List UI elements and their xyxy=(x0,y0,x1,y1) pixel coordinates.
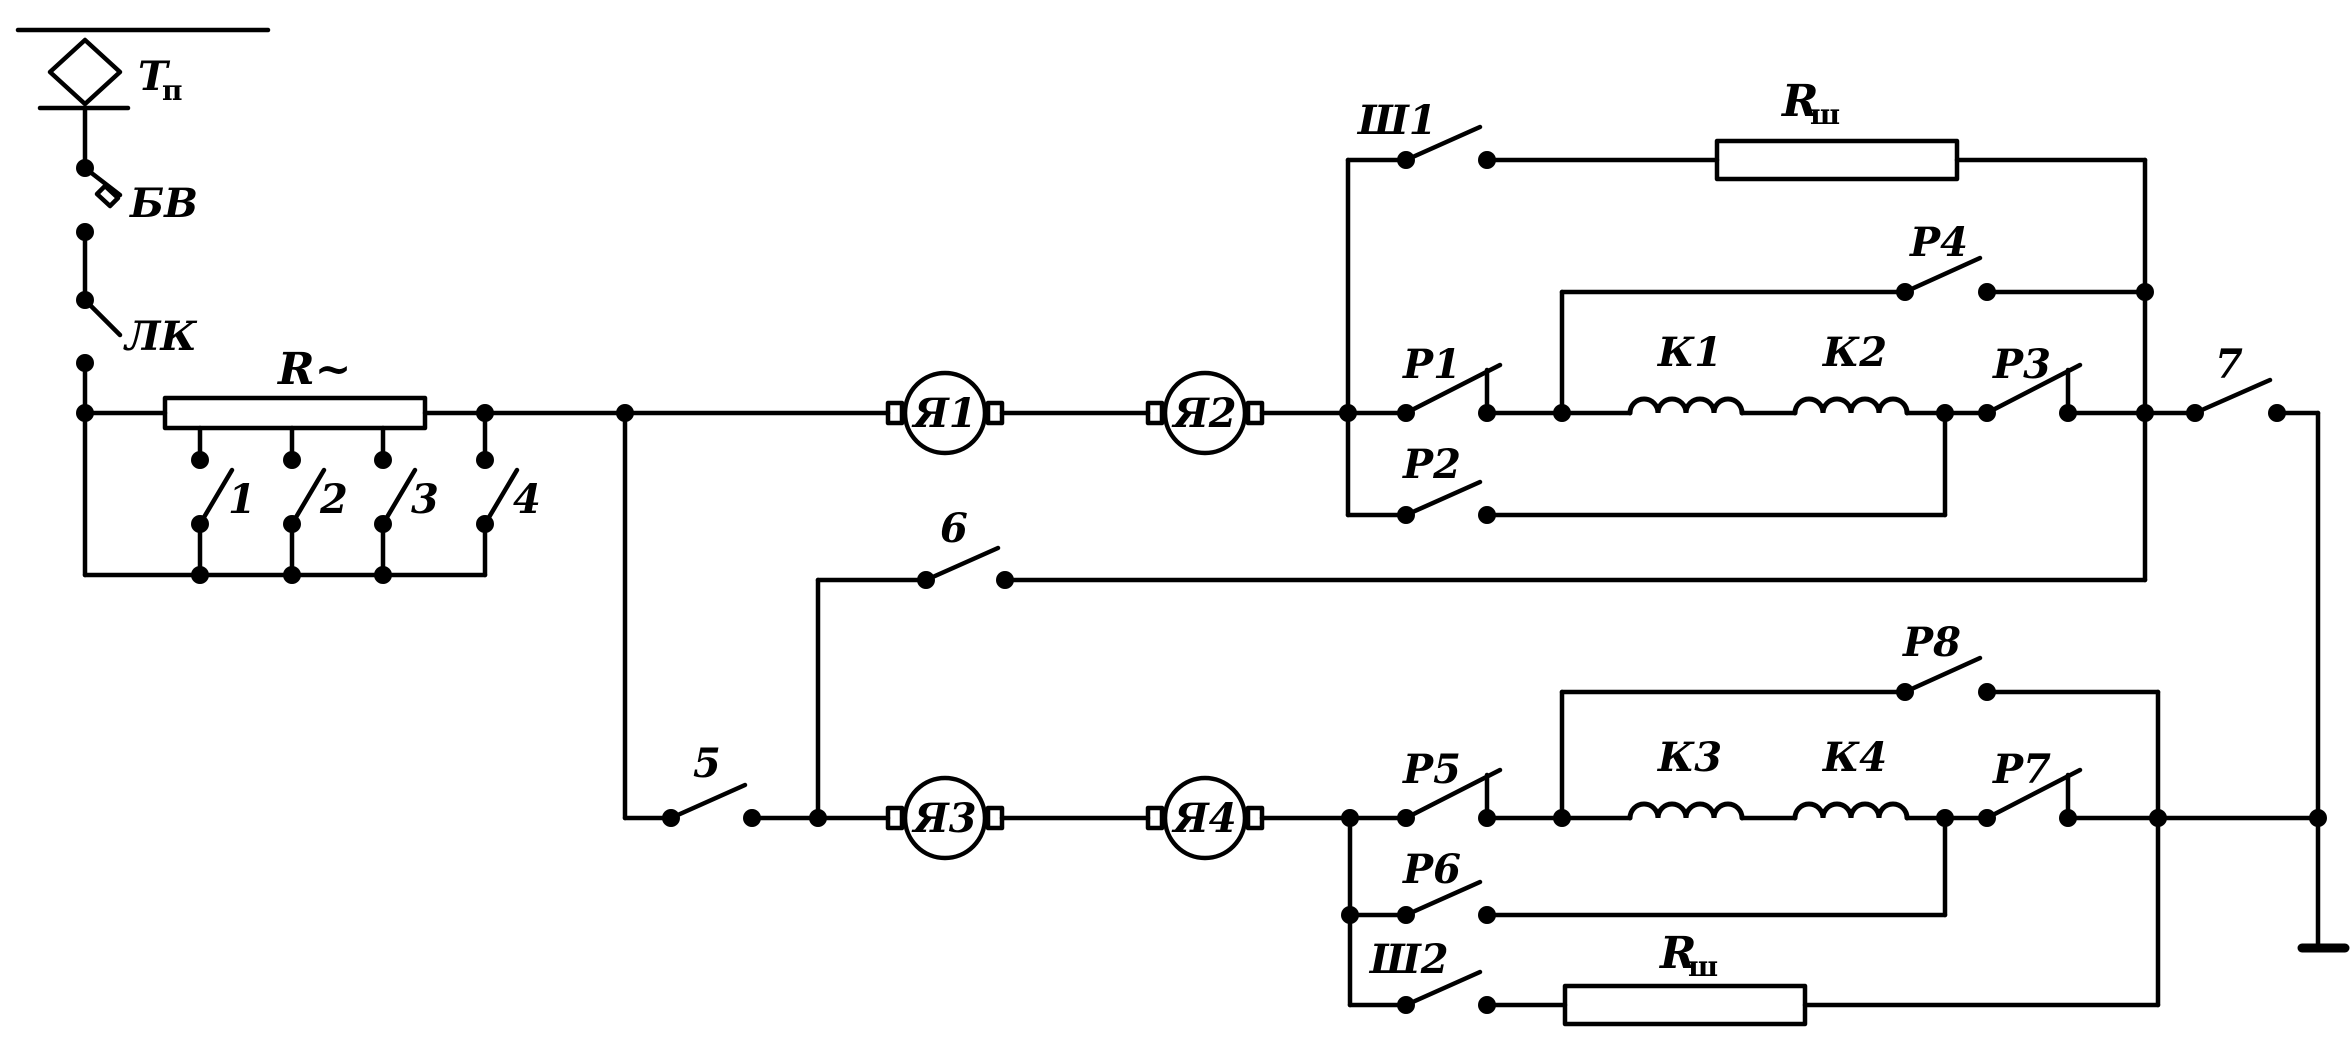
tp-label-sub: п xyxy=(162,74,183,107)
k4-label: К4 xyxy=(1822,734,1887,781)
contact-6-group: 6 xyxy=(815,505,2148,821)
ya2-label: Я2 xyxy=(1171,390,1236,437)
p2-label: Р2 xyxy=(1402,441,1461,488)
upper-field-block: Ш1 R ш Р1 К1 К2 Р4 Р3 xyxy=(1345,76,2321,951)
rsh1-label: R xyxy=(1780,76,1819,127)
k3-label: К3 xyxy=(1657,734,1722,781)
bv-latch xyxy=(94,183,121,209)
pantograph-group: Т п xyxy=(15,27,271,171)
r-start-label: R~ xyxy=(276,344,351,395)
lower-field-block: Р5 К3 К4 Р8 Р7 xyxy=(1341,619,2327,1027)
ya4-label: Я4 xyxy=(1171,795,1236,842)
shunt-resistor-1 xyxy=(1714,138,1960,182)
p4-label: Р4 xyxy=(1909,219,1968,266)
motor-ya1: Я1 xyxy=(885,370,1005,456)
contact-p4 xyxy=(1902,255,1983,295)
contact-sh2 xyxy=(1403,969,1483,1008)
s7-label: 7 xyxy=(2215,341,2243,388)
rsh1-label-sub: ш xyxy=(1810,98,1840,131)
s2-label: 2 xyxy=(319,476,348,523)
contact-7 xyxy=(2192,377,2273,416)
contact-4 xyxy=(482,467,520,527)
ya3-label: Я3 xyxy=(911,795,976,842)
contact-6 xyxy=(923,545,1001,583)
p1-label: Р1 xyxy=(1402,341,1461,388)
contact-p7 xyxy=(1984,767,2083,821)
contact-5-group: 5 xyxy=(622,410,827,827)
contact-1 xyxy=(197,467,235,527)
ya1-label: Я1 xyxy=(911,390,976,437)
coil-k3 xyxy=(1627,801,1745,821)
contact-2 xyxy=(289,467,327,527)
bv-breaker: БВ xyxy=(76,159,198,241)
coil-k2 xyxy=(1792,396,1910,416)
motor-ya2: Я2 xyxy=(1145,370,1265,456)
motor-ya3: Я3 xyxy=(885,775,1005,861)
coil-k1 xyxy=(1627,396,1745,416)
contact-p5 xyxy=(1403,767,1503,821)
contact-p3 xyxy=(1984,362,2083,416)
lk-label: ЛК xyxy=(123,313,197,360)
p8-label: Р8 xyxy=(1902,619,1961,666)
p7-label: Р7 xyxy=(1992,746,2051,793)
starting-resistor-group: R~ 1 2 3 4 xyxy=(76,344,628,584)
s3-label: 3 xyxy=(411,476,439,523)
contact-sh1 xyxy=(1403,124,1483,163)
contact-3 xyxy=(380,467,418,527)
k1-label: К1 xyxy=(1657,329,1722,376)
tp-label: Т xyxy=(138,53,171,100)
rsh2-label: R xyxy=(1658,928,1697,979)
contact-p2 xyxy=(1403,479,1483,518)
coil-k4 xyxy=(1792,801,1910,821)
lk-contactor: ЛК xyxy=(76,291,197,372)
bv-label: БВ xyxy=(129,180,198,227)
rsh2-label-sub: ш xyxy=(1688,950,1718,983)
p3-label: Р3 xyxy=(1992,341,2051,388)
contact-p1 xyxy=(1403,362,1503,416)
s6-label: 6 xyxy=(940,505,968,552)
s1-label: 1 xyxy=(228,476,256,523)
motor-ya4: Я4 xyxy=(1145,775,1265,861)
s5-label: 5 xyxy=(693,740,721,787)
p5-label: Р5 xyxy=(1402,746,1461,793)
pantograph-symbol xyxy=(47,37,123,107)
p6-label: Р6 xyxy=(1402,846,1461,893)
starting-resistor xyxy=(162,395,428,431)
s4-label: 4 xyxy=(513,476,541,523)
contact-p6 xyxy=(1403,879,1483,918)
sh2-label: Ш2 xyxy=(1368,936,1449,983)
shunt-resistor-2 xyxy=(1562,983,1808,1027)
sh1-label: Ш1 xyxy=(1356,97,1437,144)
contact-p8 xyxy=(1902,655,1983,695)
contact-5 xyxy=(668,782,748,821)
k2-label: К2 xyxy=(1822,329,1887,376)
